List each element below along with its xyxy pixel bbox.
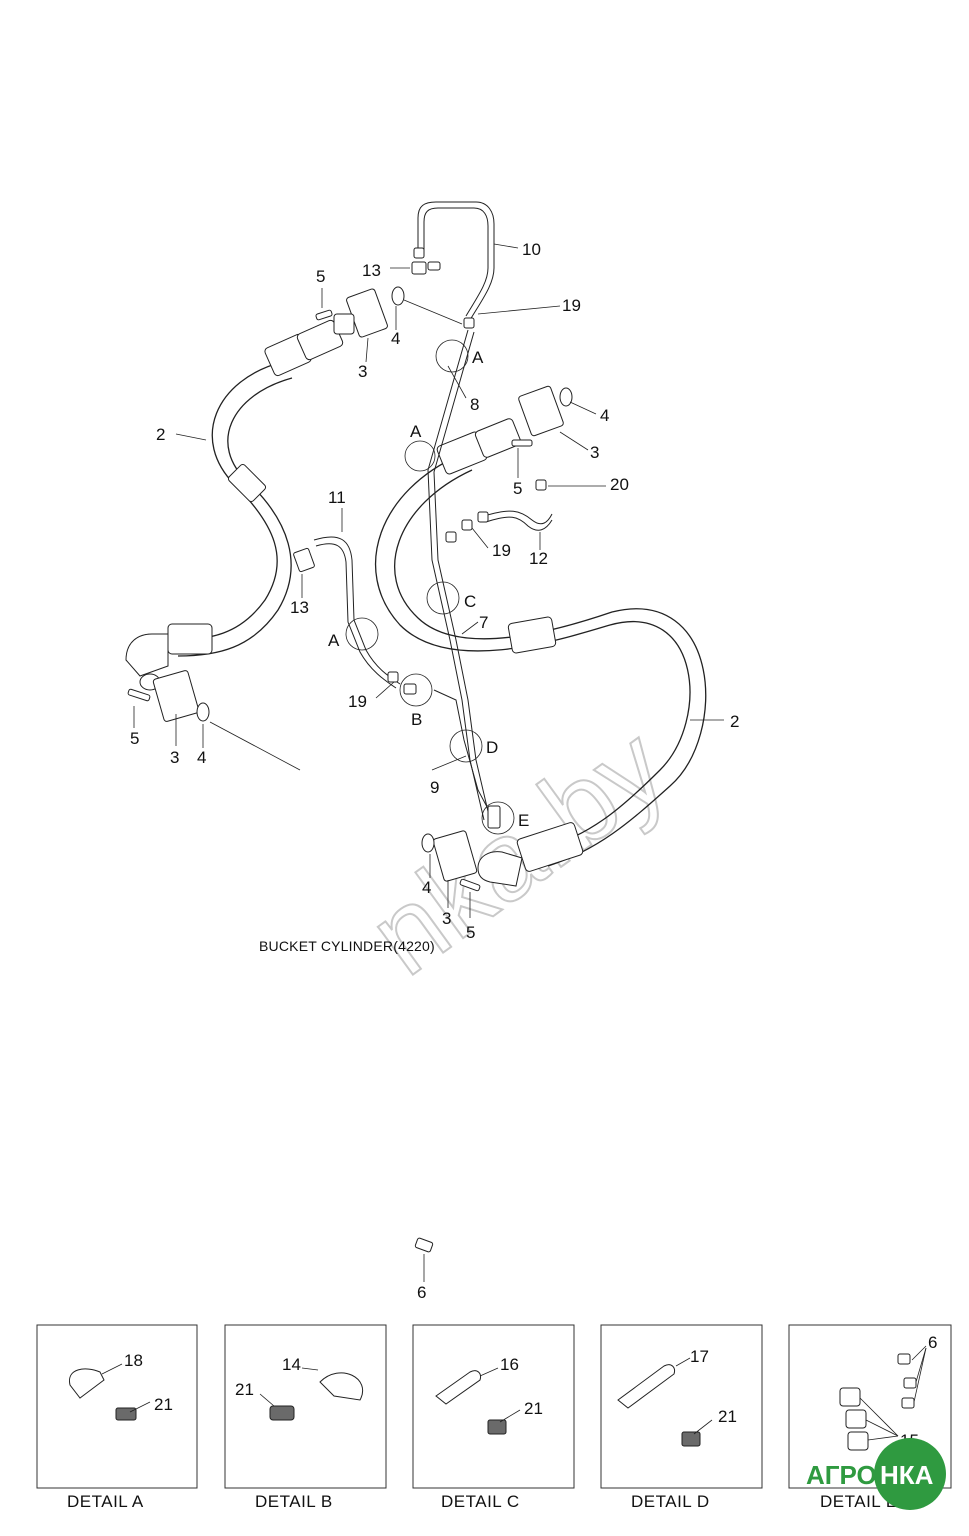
diagram-caption: BUCKET CYLINDER(4220): [259, 938, 435, 954]
callout-12: 12: [529, 549, 548, 568]
callout-13: 13: [362, 261, 381, 280]
callout-5: 5: [130, 729, 139, 748]
callout-4: 4: [600, 406, 609, 425]
detail-marker-e: E: [518, 811, 529, 830]
detail-b-part-14: 14: [282, 1355, 301, 1374]
callouts: 2 2 3 3 3 3 4 4 4 4 5 5 5 5 6 7 8 9 10 1…: [130, 240, 739, 1302]
detail-marker-b: B: [411, 710, 422, 729]
detail-marker-c: C: [464, 592, 476, 611]
detail-d-part-17: 17: [690, 1347, 709, 1366]
detail-a-title: DETAIL A: [67, 1492, 144, 1511]
detail-circles: [345, 339, 515, 835]
detail-d-panel: 17 21 DETAIL D: [600, 1324, 763, 1511]
detail-e-part-6: 6: [928, 1333, 937, 1352]
callout-4: 4: [422, 878, 431, 897]
callout-19: 19: [492, 541, 511, 560]
detail-c-part-21: 21: [524, 1399, 543, 1418]
tubes: [313, 201, 553, 821]
callout-9: 9: [430, 778, 439, 797]
fittings: [127, 247, 573, 1253]
detail-e-title: DETAIL E: [820, 1492, 898, 1511]
callout-11: 11: [328, 488, 346, 507]
callout-4: 4: [391, 329, 400, 348]
callout-3: 3: [170, 748, 179, 767]
detail-d-part-21: 21: [718, 1407, 737, 1426]
callout-10: 10: [522, 240, 541, 259]
logo-text-right: НКА: [880, 1460, 934, 1490]
detail-b-part-21: 21: [235, 1380, 254, 1399]
callout-20: 20: [610, 475, 629, 494]
detail-marker-a: A: [472, 348, 484, 367]
callout-19: 19: [348, 692, 367, 711]
callout-6: 6: [417, 1283, 426, 1302]
callout-2-left: 2: [156, 425, 165, 444]
callout-13: 13: [290, 598, 309, 617]
detail-a-panel: 18 21 DETAIL A: [36, 1324, 198, 1511]
detail-d-title: DETAIL D: [631, 1492, 710, 1511]
detail-marker-a: A: [410, 422, 422, 441]
detail-c-panel: 16 21 DETAIL C: [412, 1324, 575, 1511]
hose-right: [374, 418, 707, 887]
callout-4: 4: [197, 748, 206, 767]
callout-3: 3: [590, 443, 599, 462]
callout-8: 8: [470, 395, 479, 414]
callout-3: 3: [442, 909, 451, 928]
callout-5: 5: [316, 267, 325, 286]
detail-a-part-21: 21: [154, 1395, 173, 1414]
callout-3: 3: [358, 362, 367, 381]
detail-c-part-16: 16: [500, 1355, 519, 1374]
leader-lines: [133, 243, 724, 1282]
callout-19: 19: [562, 296, 581, 315]
callout-5: 5: [466, 923, 475, 942]
hose-left: [125, 319, 344, 691]
detail-marker-d: D: [486, 738, 498, 757]
detail-a-part-18: 18: [124, 1351, 143, 1370]
logo-text-left: АГРО: [806, 1460, 877, 1490]
detail-b-panel: 14 21 DETAIL B: [224, 1324, 387, 1511]
watermark-text: nka.by: [347, 703, 687, 998]
callout-2-right: 2: [730, 712, 739, 731]
detail-c-title: DETAIL C: [441, 1492, 520, 1511]
detail-b-title: DETAIL B: [255, 1492, 333, 1511]
callout-7: 7: [479, 613, 488, 632]
detail-marker-a: A: [328, 631, 340, 650]
callout-5: 5: [513, 479, 522, 498]
agro-nka-logo: АГРО НКА: [806, 1438, 946, 1510]
